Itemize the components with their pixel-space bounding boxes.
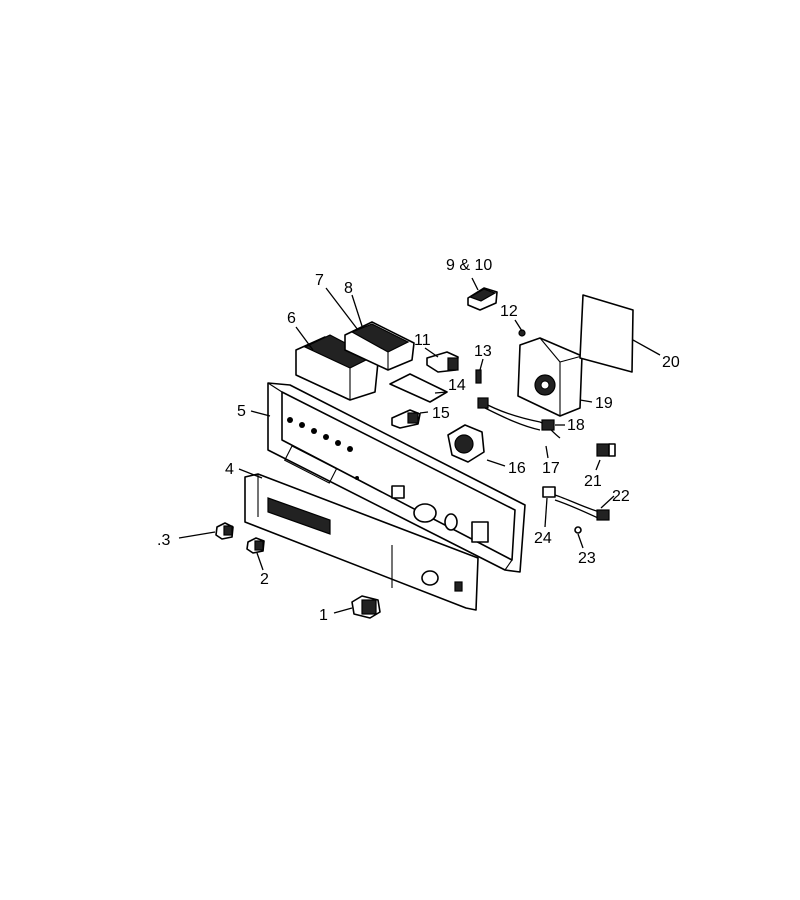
part-15 — [391, 409, 421, 429]
callout-23: 23 — [578, 550, 596, 567]
part-9-10 — [467, 287, 498, 311]
callout-12: 12 — [500, 303, 518, 320]
callout-18: 18 — [567, 417, 585, 434]
callout-5: 5 — [237, 403, 246, 420]
callout-15: 15 — [432, 405, 450, 422]
callout-20: 20 — [662, 354, 680, 371]
part-13 — [475, 369, 482, 384]
part-14 — [389, 373, 448, 403]
callout-14: 14 — [448, 377, 466, 394]
callout-17: 17 — [542, 460, 560, 477]
part-19-timer — [517, 337, 583, 417]
callout-19: 19 — [595, 395, 613, 412]
leader-lines — [178, 277, 661, 614]
part-24 — [542, 486, 556, 498]
part-17-18-wiring — [477, 397, 561, 439]
part-23 — [574, 526, 582, 534]
part-3 — [215, 522, 234, 540]
part-1-knob — [351, 595, 381, 619]
part-21 — [596, 443, 616, 457]
front-facia — [244, 473, 479, 611]
callout-4: 4 — [225, 461, 234, 478]
callout-2: 2 — [260, 571, 269, 588]
callout-7: 7 — [315, 272, 324, 289]
part-22-harness — [554, 494, 610, 521]
callout-22: 22 — [612, 488, 630, 505]
part-20-sheet — [579, 294, 634, 373]
control-panel — [267, 382, 526, 573]
part-2 — [246, 537, 265, 554]
callout-1: 1 — [319, 607, 328, 624]
callout-11: 11 — [414, 332, 431, 349]
callout-24: 24 — [534, 530, 552, 547]
callout-8: 8 — [344, 280, 353, 297]
callout-labels: 1 2 .3 4 5 6 7 8 9 & 10 11 12 13 14 15 1… — [157, 257, 680, 624]
part-11 — [426, 351, 459, 373]
callout-9-10: 9 & 10 — [446, 257, 492, 274]
part-7-8-module — [344, 321, 415, 371]
callout-6: 6 — [287, 310, 296, 327]
callout-13: 13 — [474, 343, 492, 360]
callout-16: 16 — [508, 460, 526, 477]
callout-21: 21 — [584, 473, 602, 490]
part-16 — [447, 424, 485, 463]
callout-3: .3 — [157, 532, 170, 549]
